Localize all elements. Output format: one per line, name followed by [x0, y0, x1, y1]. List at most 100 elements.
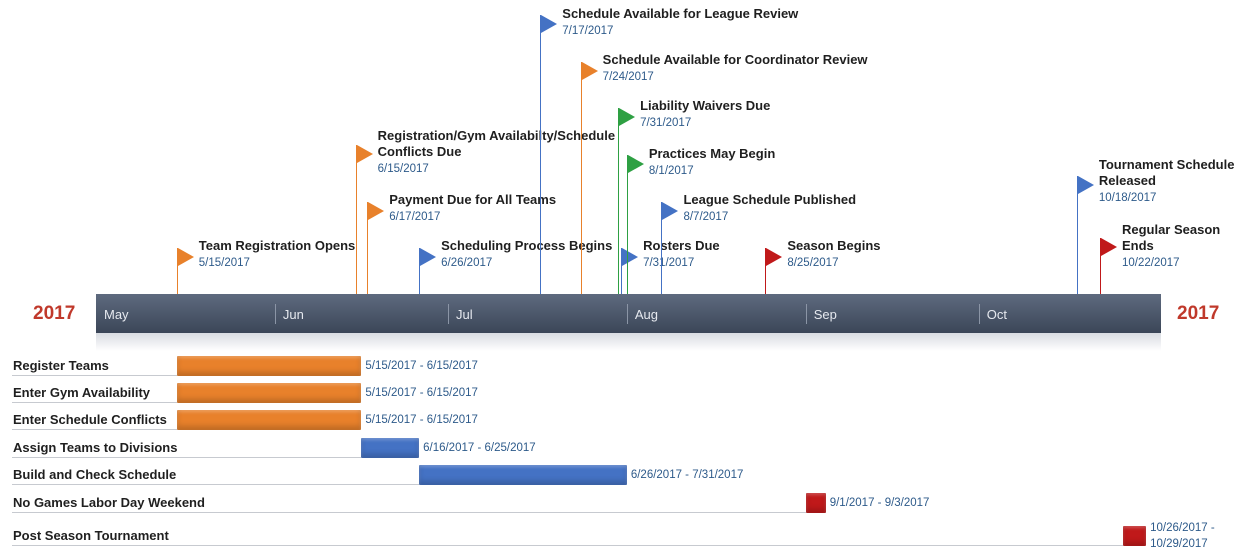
- milestone-title: Practices May Begin: [648, 146, 776, 161]
- task-name: Post Season Tournament: [13, 528, 169, 543]
- milestone-flag-icon: [1077, 176, 1094, 194]
- milestone-title: Regular Season: [1121, 222, 1221, 237]
- milestone-title: Tournament Schedule: [1098, 157, 1235, 172]
- year-label-left: 2017: [33, 303, 76, 324]
- milestone-date: 8/7/2017: [683, 211, 729, 223]
- milestone-pole: [621, 248, 623, 294]
- milestone-flag-icon: [622, 248, 639, 266]
- task-leader-line: [12, 429, 177, 430]
- milestone-title: Schedule Available for Coordinator Revie…: [602, 52, 868, 67]
- task-date-label: 5/15/2017 - 6/15/2017: [365, 387, 478, 399]
- task-leader-line: [12, 545, 1124, 546]
- timeline-band: [96, 294, 1161, 333]
- milestone-flag-icon: [619, 108, 636, 126]
- milestone-pole: [1099, 238, 1101, 294]
- task-bar: [176, 383, 362, 403]
- milestone-pole: [661, 202, 663, 294]
- milestone-date: 8/25/2017: [787, 257, 839, 269]
- task-date-label: 6/16/2017 - 6/25/2017: [423, 442, 536, 454]
- milestone-date: 5/15/2017: [198, 257, 250, 269]
- task-name: Enter Gym Availability: [13, 385, 151, 400]
- task-name: Enter Schedule Conflicts: [13, 412, 167, 427]
- milestone-flag-icon: [1100, 238, 1117, 256]
- milestone-title: Ends: [1121, 238, 1154, 253]
- task-date-label: 5/15/2017 - 6/15/2017: [365, 360, 478, 372]
- month-separator: [447, 304, 449, 324]
- task-bar: [176, 410, 362, 430]
- milestone-flag-icon: [420, 248, 437, 266]
- milestone-title: Schedule Available for League Review: [562, 6, 799, 21]
- milestone-date: 6/17/2017: [389, 211, 441, 223]
- task-bar: [805, 493, 826, 513]
- task-name: Build and Check Schedule: [13, 467, 177, 482]
- milestone-date: 6/15/2017: [377, 163, 429, 175]
- month-label: May: [104, 307, 129, 322]
- task-bar: [176, 356, 362, 376]
- month-separator: [805, 304, 807, 324]
- milestone-flag-icon: [627, 155, 644, 173]
- task-bar: [361, 438, 420, 458]
- milestone-title: Released: [1098, 173, 1156, 188]
- milestone-date: 8/1/2017: [648, 165, 694, 177]
- milestone-title: Liability Waivers Due: [640, 98, 771, 113]
- milestone-title: League Schedule Published: [683, 192, 857, 207]
- milestone-flag-icon: [177, 248, 194, 266]
- month-separator: [978, 304, 980, 324]
- task-bar: [1123, 526, 1147, 546]
- milestone-title: Team Registration Opens: [198, 238, 356, 253]
- milestone-date: 7/31/2017: [643, 257, 695, 269]
- milestone-date: 10/22/2017: [1121, 257, 1180, 269]
- task-date-label: 10/26/2017 -: [1150, 522, 1215, 534]
- timeline-band-shadow: [96, 333, 1161, 351]
- task-leader-line: [12, 484, 420, 485]
- milestone-pole: [419, 248, 421, 294]
- milestone-title: Registration/Gym Availabilty/Schedule: [377, 128, 616, 143]
- task-leader-line: [12, 402, 177, 403]
- task-name: Assign Teams to Divisions: [13, 440, 178, 455]
- month-label: Jun: [282, 307, 304, 322]
- milestone-date: 7/31/2017: [640, 117, 692, 129]
- milestone-pole: [176, 248, 178, 294]
- milestone-pole: [1076, 176, 1078, 294]
- task-leader-line: [12, 375, 177, 376]
- task-date-label: 10/29/2017: [1150, 538, 1208, 550]
- milestone-flag-icon: [368, 202, 385, 220]
- milestone-title: Rosters Due: [643, 238, 720, 253]
- task-date-label: 6/26/2017 - 7/31/2017: [630, 469, 744, 481]
- milestone-flag-icon: [356, 145, 373, 163]
- milestone-pole: [355, 145, 357, 294]
- milestone-title: Scheduling Process Begins: [441, 238, 613, 253]
- milestone-pole: [580, 62, 582, 294]
- milestone-title: Conflicts Due: [377, 144, 462, 159]
- month-separator: [274, 304, 276, 324]
- milestone-pole: [540, 15, 542, 294]
- task-name: No Games Labor Day Weekend: [13, 495, 205, 510]
- milestone-date: 10/18/2017: [1098, 192, 1157, 204]
- month-label: Aug: [634, 307, 658, 322]
- milestone-flag-icon: [581, 62, 598, 80]
- month-label: Oct: [986, 307, 1008, 322]
- milestone-title: Season Begins: [787, 238, 881, 253]
- milestone-pole: [618, 108, 620, 294]
- milestone-pole: [367, 202, 369, 294]
- month-separator: [626, 304, 628, 324]
- task-leader-line: [12, 457, 362, 458]
- task-leader-line: [12, 512, 806, 513]
- month-label: Sep: [813, 307, 837, 322]
- milestone-flag-icon: [766, 248, 783, 266]
- milestone-flag-icon: [662, 202, 679, 220]
- milestone-pole: [626, 155, 628, 294]
- month-label: Jul: [455, 307, 473, 322]
- year-label-right: 2017: [1177, 303, 1220, 324]
- milestone-title: Payment Due for All Teams: [389, 192, 557, 207]
- milestone-date: 6/26/2017: [441, 257, 493, 269]
- milestone-flag-icon: [541, 15, 558, 33]
- task-bar: [419, 465, 627, 485]
- task-date-label: 9/1/2017 - 9/3/2017: [829, 497, 930, 509]
- task-name: Register Teams: [13, 358, 109, 373]
- task-date-label: 5/15/2017 - 6/15/2017: [365, 414, 478, 426]
- milestone-date: 7/17/2017: [562, 25, 614, 37]
- milestone-date: 7/24/2017: [602, 71, 654, 83]
- milestone-pole: [765, 248, 767, 294]
